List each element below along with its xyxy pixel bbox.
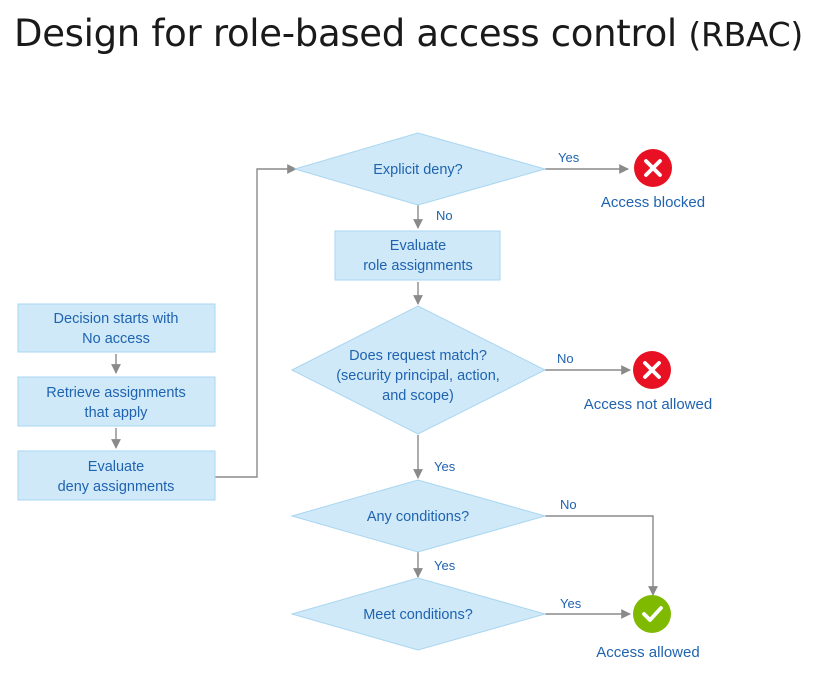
decision-request-match-line-2: (security principal, action, [336,368,500,384]
decision-any-conditions-label: Any conditions? [367,509,469,525]
decision-request-match-line-1: Does request match? [349,348,487,364]
box-start-line-2: No access [82,331,150,347]
title-suffix: (RBAC) [688,15,803,54]
box-evaluate-role-line-1: Evaluate [390,238,446,254]
box-evaluate-role: Evaluate role assignments [334,230,501,281]
x-circle-icon [633,351,671,389]
box-retrieve-line-2: that apply [85,405,149,421]
edge-conditions-no [545,515,658,596]
edge-label-deny-yes: Yes [558,150,580,165]
outcome-access-not-allowed: Access not allowed [584,396,712,413]
edge-label-match-yes: Yes [434,459,456,474]
edge-label-deny-no: No [436,208,453,223]
edge-label-match-no: No [557,351,574,366]
decision-meet-conditions-label: Meet conditions? [363,607,473,623]
decision-request-match: Does request match? (security principal, … [290,305,547,435]
page-title: Design for role-based access control (RB… [14,12,803,55]
box-start: Decision starts with No access [17,303,216,353]
box-evaluate-deny-line-1: Evaluate [88,459,144,475]
edge-label-conditions-yes: Yes [434,558,456,573]
svg-text:Does request match?(security p: Does request match? (security principal, … [336,348,500,404]
decision-explicit-deny: Explicit deny? [293,132,547,206]
edge-evaluate-deny-to-explicit-deny [215,164,297,478]
decision-any-conditions: Any conditions? [290,479,547,553]
outcome-access-allowed: Access allowed [596,644,699,661]
box-retrieve: Retrieve assignments that apply [17,376,216,427]
box-retrieve-line-1: Retrieve assignments [46,385,185,401]
decision-explicit-deny-label: Explicit deny? [373,162,462,178]
edge-label-meet-yes: Yes [560,596,582,611]
x-circle-icon [634,149,672,187]
box-evaluate-deny-line-2: deny assignments [58,479,175,495]
box-evaluate-role-line-2: role assignments [363,258,473,274]
check-circle-icon [633,595,671,633]
box-evaluate-deny: Evaluate deny assignments [17,450,216,501]
title-main: Design for role-based access control [14,12,677,55]
edge-label-conditions-no: No [560,497,577,512]
decision-meet-conditions: Meet conditions? [290,577,547,651]
outcome-access-blocked: Access blocked [601,194,705,211]
decision-request-match-line-3: and scope) [382,388,454,404]
box-start-line-1: Decision starts with [54,311,179,327]
